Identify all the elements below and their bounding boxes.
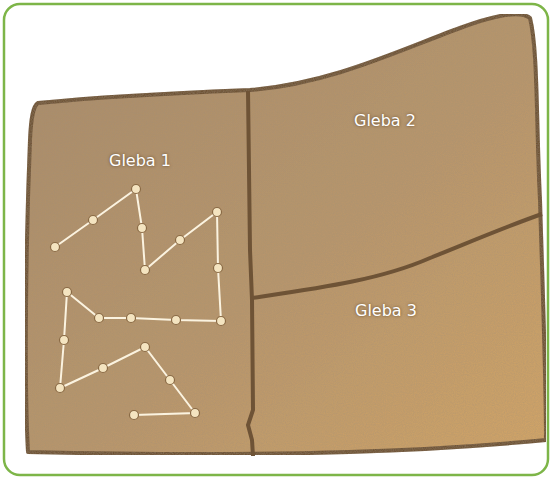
sample-point bbox=[60, 336, 69, 345]
sample-point bbox=[141, 343, 150, 352]
plot-divider bbox=[248, 91, 253, 456]
sample-point bbox=[191, 409, 200, 418]
plot-divider bbox=[252, 214, 542, 298]
sample-point bbox=[51, 243, 60, 252]
sample-point bbox=[217, 317, 226, 326]
sample-point bbox=[95, 314, 104, 323]
sample-point bbox=[63, 288, 72, 297]
sample-point bbox=[127, 314, 136, 323]
sample-point bbox=[56, 384, 65, 393]
route-line bbox=[55, 189, 221, 415]
plot-name: Gleba 3 bbox=[355, 301, 417, 320]
sample-point bbox=[132, 185, 141, 194]
sample-point bbox=[89, 216, 98, 225]
sample-point bbox=[99, 364, 108, 373]
sample-point bbox=[138, 224, 147, 233]
sample-point bbox=[214, 264, 223, 273]
sample-point bbox=[166, 376, 175, 385]
sample-point bbox=[172, 316, 181, 325]
sample-point bbox=[213, 208, 222, 217]
sampling-route bbox=[51, 185, 226, 420]
sample-point bbox=[141, 266, 150, 275]
sample-point bbox=[130, 411, 139, 420]
field-outline bbox=[26, 14, 546, 454]
sample-point bbox=[176, 236, 185, 245]
frame bbox=[4, 4, 548, 475]
plot-name: Gleba 2 bbox=[354, 111, 416, 130]
plot-name: Gleba 1 bbox=[109, 151, 171, 170]
